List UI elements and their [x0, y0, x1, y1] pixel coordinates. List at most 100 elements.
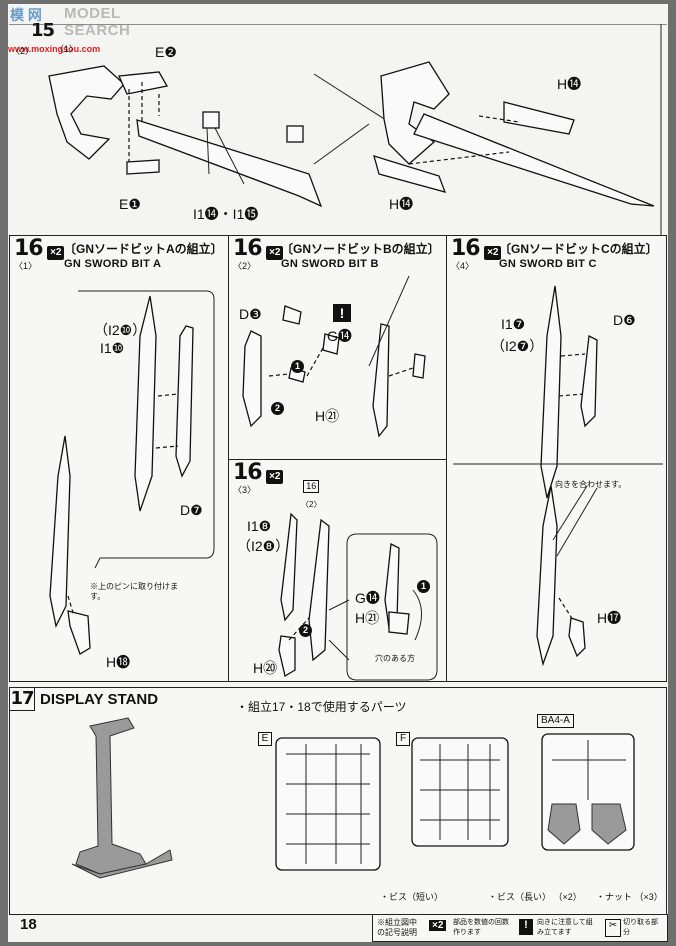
legend-title: ※組立図中の記号説明 [377, 918, 417, 937]
runner-f [411, 737, 509, 847]
step-16a-multiplier: ×2 [47, 246, 65, 260]
step-16b-title-en: GN SWORD BIT B [281, 258, 379, 270]
step-16d-bullet-1: 1 [417, 580, 430, 594]
step-16c-drawing [453, 285, 663, 667]
step-15-drawing [9, 24, 667, 236]
step-16c-title-jp: 〔GNソードビットCの組立〕 [499, 242, 658, 256]
label-g14-d: G⓮ [355, 590, 380, 606]
cut-icon-1 [202, 111, 220, 129]
step-15-sub-right: 〈1〉 [55, 44, 79, 54]
footer-nut-count: （×3） [634, 892, 663, 902]
step-15-sub-left: 〈2〉 [11, 46, 35, 56]
legend-warn-text: 向きに注意して組み立てます [537, 919, 593, 936]
step-16a-panel: 16 ×2 〈1〉 〔GNソードビットAの組立〕 GN SWORD BIT A … [9, 235, 229, 682]
label-d3: D❸ [239, 306, 262, 322]
step-16d-bullet-2: 2 [299, 624, 312, 638]
instruction-page: 模 网 MODEL SEARCH www.moxingsou.com 15 〈2… [8, 4, 668, 942]
page-number: 18 [20, 916, 37, 933]
watermark: 模 网 MODEL SEARCH [8, 4, 178, 39]
step-16d-drawing [278, 512, 438, 681]
step-16d-sub: 〈3〉 [233, 485, 257, 495]
label-g14: G⓮ [327, 328, 352, 344]
footer-screw-long-label: ・ビス（長い） [488, 892, 552, 902]
label-h17: H⓱ [597, 610, 622, 626]
step-16d-panel: 16 ×2 〈3〉 16 〈2〉 I1❽ （I2❽） G⓮ H㉑ 1 2 穴のあ… [228, 459, 447, 682]
label-e2: E❷ [155, 44, 177, 60]
label-h21-d: H㉑ [355, 610, 380, 626]
step-17-number-box: 17 [10, 688, 35, 711]
step-16a-drawing [49, 290, 215, 655]
step-16d-number: 16 [233, 460, 263, 485]
legend-x2-text: 部品を数値の回数作ります [453, 919, 509, 936]
step-16d-note: 穴のある方 [375, 654, 415, 663]
label-i2-8: （I2❽） [237, 538, 290, 554]
label-h14-bottom: H⓮ [389, 196, 414, 212]
label-i1-8: I1❽ [247, 518, 272, 534]
step-16b-panel: 16 ×2 〈2〉 〔GNソードビットBの組立〕 GN SWORD BIT B … [228, 235, 447, 460]
runner-e [275, 737, 381, 871]
step-16b-title-jp: 〔GNソードビットBの組立〕 [281, 242, 440, 256]
step-17-number: 17 [10, 688, 34, 709]
step-16c-sub: 〈4〉 [451, 261, 475, 271]
step-16d-multiplier: ×2 [266, 470, 284, 484]
footer-screw-long: ・ビス（長い） （×2） [488, 890, 582, 903]
step-16d-ref-sub: 〈2〉 [301, 500, 322, 509]
step-16c-panel: 16 ×2 〈4〉 〔GNソードビットCの組立〕 GN SWORD BIT C … [446, 235, 667, 682]
step-16a-header: 16 ×2 [14, 236, 65, 261]
label-d7: D❼ [180, 502, 203, 518]
step-16b-bullet-2: 2 [271, 402, 284, 416]
label-i2-7: （I2❼） [491, 338, 544, 354]
step-16a-title-jp: 〔GNソードビットAの組立〕 [64, 242, 223, 256]
step-16b-step1: 1 [291, 358, 304, 376]
footer-screw-short-label: ・ビス（短い） [380, 892, 444, 902]
cut-icon-2 [286, 125, 304, 143]
label-h14-top: H⓮ [557, 76, 582, 92]
step-16d-step2: 2 [299, 622, 312, 640]
step-16b-step2: 2 [271, 400, 284, 418]
step-16a-number: 16 [14, 236, 44, 261]
step-16d-step1: 1 [417, 578, 430, 596]
step-16d-ref: 16 〈2〉 [301, 476, 321, 512]
legend-x2-symbol: ×2 [429, 920, 447, 931]
step-17-panel: 17 DISPLAY STAND ・組立17・18で使用するパーツ E F BA… [9, 687, 667, 915]
step-16b-drawing [242, 276, 426, 438]
runner-ba4a [541, 733, 635, 851]
step-16b-sub: 〈2〉 [233, 261, 257, 271]
label-i1-10: I1❿ [100, 340, 125, 356]
label-d6: D❻ [613, 312, 636, 328]
label-e1: E❶ [119, 196, 141, 212]
step-16c-number: 16 [451, 236, 481, 261]
legend: ※組立図中の記号説明 ×2 部品を数値の回数作ります ! 向きに注意して組み立て… [372, 914, 668, 942]
step-16b-header: 16 ×2 [233, 236, 284, 261]
step-16a-title-en: GN SWORD BIT A [64, 258, 162, 270]
footer-nut-label: ・ナット [596, 892, 633, 902]
step-16b-number: 16 [233, 236, 263, 261]
runner-f-label: F [396, 732, 410, 746]
label-h18: H⓲ [106, 654, 131, 670]
label-h21: H㉑ [315, 408, 340, 424]
label-i14-i15: I1⓮・I1⓯ [193, 206, 259, 222]
parts-heading: ・組立17・18で使用するパーツ [236, 700, 407, 714]
step-16c-multiplier: ×2 [484, 246, 502, 260]
step-16b-bullet-1: 1 [291, 360, 304, 374]
legend-warn-symbol: ! [519, 919, 533, 935]
step-16b-multiplier: ×2 [266, 246, 284, 260]
footer-screw-short: ・ビス（短い） [380, 890, 443, 903]
step-16a-note: ※上のピンに取り付けます。 [90, 582, 178, 601]
footer-screw-long-count: （×2） [553, 892, 582, 902]
label-i1-7: I1❼ [501, 316, 526, 332]
step-16d-header: 16 ×2 [233, 460, 284, 485]
step-15-number: 15 [31, 20, 55, 41]
footer-nut: ・ナット （×3） [596, 890, 663, 903]
step-16a-sub: 〈1〉 [14, 261, 38, 271]
step-16c-note: 向きを合わせます。 [555, 480, 627, 489]
legend-cut-text: 切り取る部分 [623, 919, 658, 936]
legend-cut-symbol: ✂ [605, 919, 621, 937]
runner-ba4a-label: BA4-A [537, 714, 574, 728]
step-15-panel: 15 〈2〉 〈1〉 E❷ E❶ I1⓮・I1 [9, 20, 667, 236]
step-16c-title-en: GN SWORD BIT C [499, 258, 597, 270]
step-17-title: DISPLAY STAND [40, 691, 159, 708]
step-16c-header: 16 ×2 [451, 236, 502, 261]
label-h20: H⑳ [253, 660, 278, 676]
warning-icon: ! [333, 304, 351, 322]
